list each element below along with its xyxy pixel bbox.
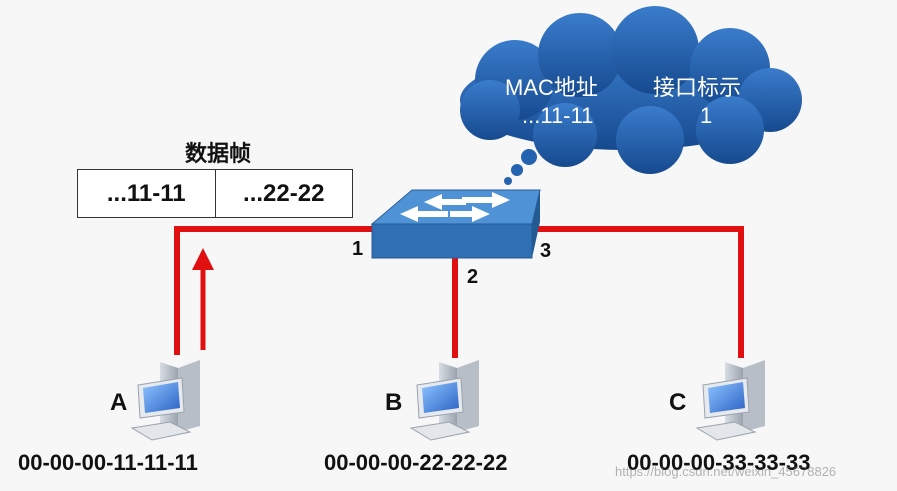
host-a-name: A [110, 389, 128, 416]
host-a-mac: 00-00-00-11-11-11 [18, 450, 198, 475]
link-port1-host-a [174, 226, 372, 355]
host-c-mac: 00-00-00-33-33-33 [627, 450, 811, 475]
data-frame: ...11-11 ...22-22 [77, 169, 353, 218]
up-arrow-icon [192, 248, 214, 350]
watermark: https://blog.csdn.net/weixin_45678826 [615, 464, 837, 479]
host-b-name: B [385, 389, 403, 416]
computer-icon-c [696, 359, 766, 441]
port-id-header: 接口标示 [653, 75, 742, 100]
frame-title: 数据帧 [185, 141, 252, 166]
host-b-mac: 00-00-00-22-22-22 [324, 450, 508, 475]
port-label-3: 3 [540, 240, 552, 262]
link-port3-host-c [532, 226, 744, 358]
mac-address-header: MAC地址 [505, 75, 598, 100]
mac-table-row1-mac: ...11-11 [522, 103, 594, 128]
mac-table-row1-port: 1 [700, 103, 713, 128]
port-label-1: 1 [352, 238, 364, 260]
port-label-2: 2 [467, 266, 479, 288]
switch-icon [370, 189, 541, 259]
host-c-name: C [669, 389, 687, 416]
frame-source-mac: ...11-11 [106, 179, 186, 207]
mac-table-cloud [460, 6, 802, 174]
frame-destination-mac: ...22-22 [214, 170, 353, 217]
network-links [174, 226, 744, 358]
computer-icon-b [410, 359, 480, 441]
computer-icon [130, 360, 200, 441]
cloud-bubbles [504, 149, 537, 185]
